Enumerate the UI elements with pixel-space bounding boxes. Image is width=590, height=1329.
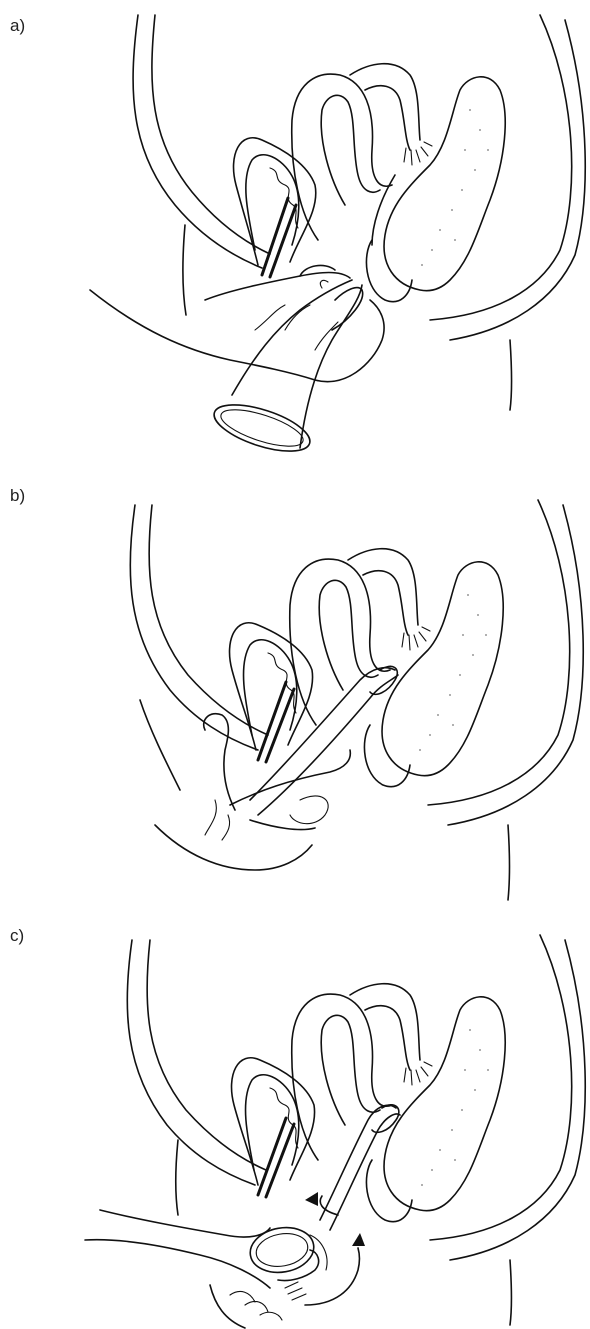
pelvic-anatomy xyxy=(130,500,583,900)
hand xyxy=(90,265,384,381)
arrow-up-icon xyxy=(352,1233,365,1246)
pelvic-anatomy xyxy=(133,15,585,410)
panel-c: c) xyxy=(0,910,590,1329)
diagram-insertion-step-a xyxy=(0,0,590,470)
diagram-insertion-step-b xyxy=(0,470,590,910)
diagram-insertion-step-c xyxy=(0,910,590,1329)
pelvic-anatomy xyxy=(127,935,585,1325)
panel-b: b) xyxy=(0,470,590,910)
female-condom xyxy=(209,280,363,461)
panel-a: a) xyxy=(0,0,590,470)
arrow-left-icon xyxy=(305,1192,318,1206)
